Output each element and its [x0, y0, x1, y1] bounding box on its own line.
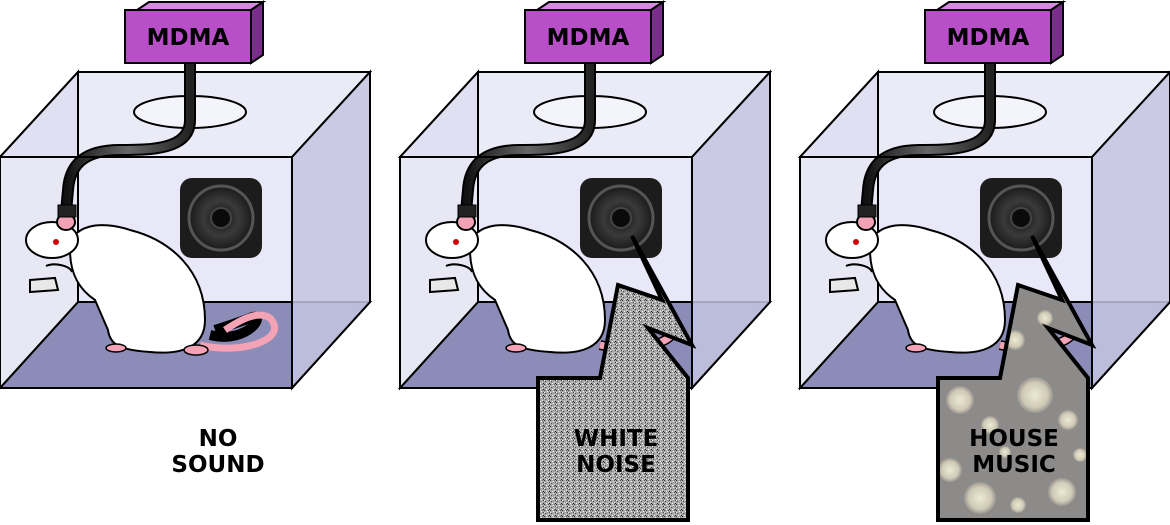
chamber-front-frame: [799, 70, 1170, 391]
white-noise-bubble: WHITE NOISE: [536, 235, 697, 522]
infusion-tube: [860, 62, 996, 213]
panel-no-sound: MDMA NO SOUND: [0, 0, 373, 478]
mdma-pump: MDMA: [924, 0, 1067, 65]
condition-label-line2: SOUND: [171, 452, 264, 478]
mdma-pump: MDMA: [524, 0, 667, 65]
pump-label: MDMA: [547, 25, 630, 51]
speaker-icon: [580, 178, 662, 258]
condition-label-line2: MUSIC: [972, 452, 1056, 478]
speaker-icon: [980, 178, 1062, 258]
speaker-icon: [180, 178, 262, 258]
infusion-tube: [60, 62, 196, 213]
chamber-front-frame: [0, 69, 371, 391]
rat: [25, 204, 278, 356]
house-music-bubble: HOUSE MUSIC: [936, 235, 1097, 522]
pump-label: MDMA: [147, 25, 230, 51]
condition-label-line1: NO: [199, 426, 238, 452]
condition-label-line2: NOISE: [576, 452, 656, 478]
panel-white-noise: MDMA WHITE NOISE: [397, 0, 773, 522]
panel-house-music: MDMA HOUSE MUSIC: [797, 0, 1170, 522]
mdma-pump: MDMA: [124, 0, 267, 65]
condition-label-line1: WHITE: [574, 426, 659, 452]
pump-label: MDMA: [947, 25, 1030, 51]
chamber-front-frame: [399, 69, 771, 391]
infusion-tube: [460, 62, 596, 213]
condition-label-line1: HOUSE: [969, 426, 1059, 452]
